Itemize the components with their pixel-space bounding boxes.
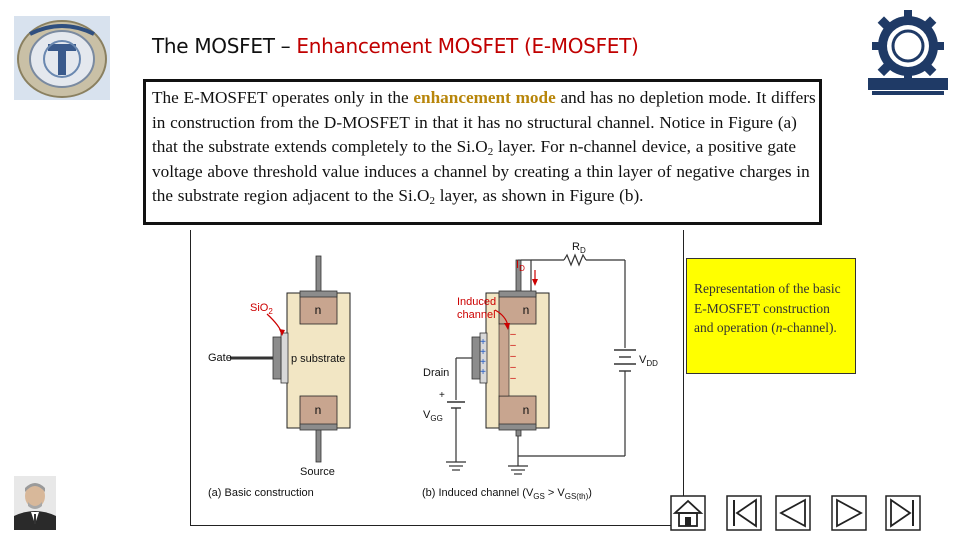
caption-italic-n: n	[775, 320, 783, 335]
previous-slide-button[interactable]	[775, 495, 811, 531]
label-n-top-b: n	[523, 303, 530, 317]
enhancement-mode-highlight: enhancement mode	[413, 88, 556, 107]
caption-text-a: Representation of the basic E-MOSFET con…	[694, 281, 841, 335]
last-slide-icon	[890, 498, 914, 528]
first-slide-button[interactable]	[726, 495, 762, 531]
svg-text:–: –	[510, 362, 516, 373]
first-slide-icon	[733, 498, 757, 528]
last-slide-button[interactable]	[885, 495, 921, 531]
presenter-portrait	[14, 476, 56, 530]
svg-text:+: +	[480, 357, 486, 368]
svg-text:+: +	[439, 390, 445, 401]
slide-title: The MOSFET – Enhancement MOSFET (E-MOSFE…	[152, 34, 639, 58]
label-n-bottom-b: n	[523, 403, 530, 417]
subscript-2-first: 2	[487, 146, 494, 159]
svg-text:–: –	[510, 340, 516, 351]
figure-a-basic-construction: n p substrate n Gate SiO2 Source (a) Bas…	[208, 255, 351, 499]
figure-caption-box: Representation of the basic E-MOSFET con…	[686, 258, 856, 374]
svg-text:–: –	[510, 373, 516, 384]
college-gear-logo	[868, 10, 948, 95]
description-textbox: The E-MOSFET operates only in the enhanc…	[143, 79, 822, 225]
svg-text:+: +	[480, 347, 486, 358]
title-accent: Enhancement MOSFET (E-MOSFET)	[296, 34, 639, 58]
svg-text:+: +	[480, 367, 486, 378]
body-text-part-1: The E-MOSFET operates only in the	[152, 88, 414, 107]
svg-text:–: –	[510, 351, 516, 362]
emosfet-figure: n p substrate n Gate SiO2 Source (a) Bas…	[190, 230, 684, 526]
svg-text:–: –	[510, 329, 516, 340]
label-sio2: SiO2	[250, 302, 273, 316]
label-p-substrate: p substrate	[291, 353, 345, 365]
next-slide-button[interactable]	[831, 495, 867, 531]
label-n-top-a: n	[315, 303, 322, 317]
label-gate: Gate	[208, 352, 232, 364]
caption-b: (b) Induced channel (VGS > VGS(th))	[422, 487, 592, 501]
label-n-bottom-a: n	[315, 403, 322, 417]
caption-text-b: -channel).	[782, 320, 837, 335]
body-text-part-4: layer, as shown in Figure (b).	[434, 186, 644, 206]
home-icon	[672, 499, 704, 527]
previous-slide-icon	[779, 498, 806, 528]
body-text-part-3: layer. For n-channel device, a positive …	[152, 137, 810, 206]
label-vdd: VDD	[639, 354, 658, 368]
label-drain: Drain	[423, 367, 449, 379]
body-text-part-2: and has no depletion mode. It differs in…	[152, 88, 816, 157]
label-source: Source	[300, 466, 335, 478]
title-prefix: The MOSFET –	[152, 34, 297, 58]
svg-text:+: +	[480, 337, 486, 348]
next-slide-icon	[836, 498, 863, 528]
home-button[interactable]	[670, 495, 706, 531]
label-id: ID	[516, 259, 525, 273]
caption-a: (a) Basic construction	[208, 487, 314, 499]
subscript-2-second: 2	[429, 195, 435, 208]
label-vgg: VGG	[423, 409, 443, 423]
label-rd: RD	[572, 241, 586, 255]
university-logo	[14, 16, 110, 100]
